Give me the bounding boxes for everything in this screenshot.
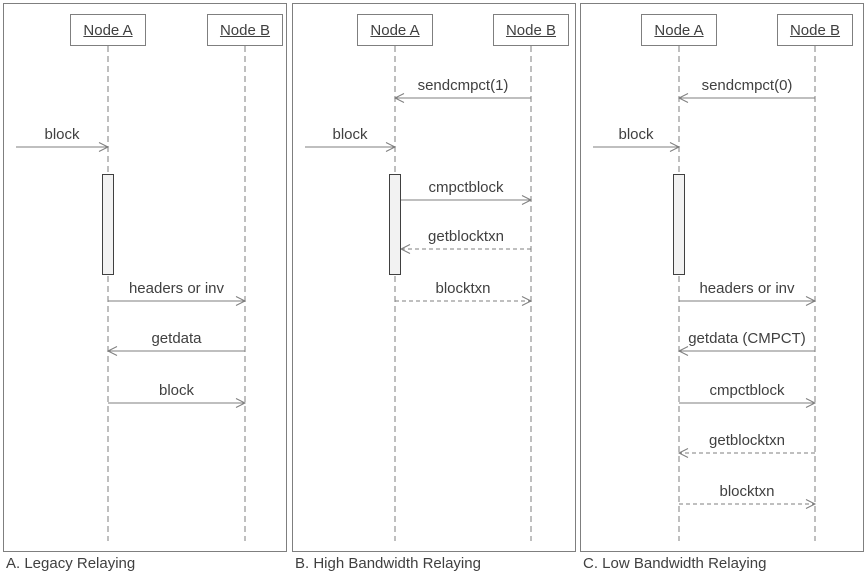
message-label: blocktxn xyxy=(435,280,491,297)
activation-bar xyxy=(389,174,401,275)
message-label: block xyxy=(158,382,195,399)
message-label: getdata (CMPCT) xyxy=(688,330,806,347)
panel-wires xyxy=(593,46,817,541)
message-label: getdata xyxy=(151,330,202,347)
actor-box-node-a: Node A xyxy=(70,14,146,46)
panel-frame: Node A Node B block sendcmpct(0) headers … xyxy=(580,3,864,552)
message-label: headers or inv xyxy=(699,280,795,297)
actor-node-b-label: Node B xyxy=(789,21,841,39)
incoming-message-label: block xyxy=(332,126,368,143)
arrowhead-icon xyxy=(677,448,689,458)
actor-box-node-a: Node A xyxy=(357,14,433,46)
panel-frame: Node A Node B block sendcmpct(1) cmpctblo… xyxy=(292,3,576,552)
incoming-message-label: block xyxy=(618,126,654,143)
arrowhead-icon xyxy=(805,296,817,306)
activation-bar xyxy=(673,174,685,275)
actor-box-node-b: Node B xyxy=(777,14,853,46)
message-label: cmpctblock xyxy=(709,382,785,399)
sequence-panel: Node A Node B block sendcmpct(0) headers … xyxy=(580,3,864,572)
arrowhead-icon xyxy=(805,398,817,408)
arrowhead-icon xyxy=(677,93,689,103)
arrowhead-icon xyxy=(399,244,411,254)
message-label: headers or inv xyxy=(128,280,225,297)
arrowhead-icon xyxy=(393,93,405,103)
actor-node-a-label: Node A xyxy=(370,21,420,39)
message-label: sendcmpct(1) xyxy=(417,77,509,94)
arrowhead-icon xyxy=(521,195,533,205)
actor-node-b-label: Node B xyxy=(219,21,271,39)
actor-node-b-label: Node B xyxy=(505,21,557,39)
sequence-panel: Node A Node B block headers or inv getdat… xyxy=(3,3,287,572)
panel-caption: B. High Bandwidth Relaying xyxy=(295,555,481,572)
arrowhead-icon xyxy=(235,296,247,306)
message-label: cmpctblock xyxy=(428,179,504,196)
actor-node-a-label: Node A xyxy=(654,21,704,39)
sequence-panel: Node A Node B block sendcmpct(1) cmpctblo… xyxy=(292,3,576,572)
panel-wires xyxy=(305,46,533,541)
arrowhead-icon xyxy=(235,398,247,408)
arrowhead-icon xyxy=(98,142,110,152)
arrowhead-icon xyxy=(677,346,689,356)
actor-box-node-b: Node B xyxy=(493,14,569,46)
activation-bar xyxy=(102,174,114,275)
actor-box-node-b: Node B xyxy=(207,14,283,46)
message-label: sendcmpct(0) xyxy=(701,77,793,94)
actor-node-a-label: Node A xyxy=(83,21,133,39)
arrowhead-icon xyxy=(805,499,817,509)
arrowhead-icon xyxy=(521,296,533,306)
arrowhead-icon xyxy=(669,142,681,152)
arrowhead-icon xyxy=(106,346,118,356)
panel-caption: A. Legacy Relaying xyxy=(6,555,136,572)
incoming-message-label: block xyxy=(44,126,80,143)
panel-frame: Node A Node B block headers or inv getdat… xyxy=(3,3,287,552)
message-label: getblocktxn xyxy=(709,432,785,449)
panel-wires xyxy=(16,46,247,541)
message-label: getblocktxn xyxy=(428,228,504,245)
actor-box-node-a: Node A xyxy=(641,14,717,46)
arrowhead-icon xyxy=(385,142,397,152)
message-label: blocktxn xyxy=(719,483,775,500)
panel-caption: C. Low Bandwidth Relaying xyxy=(583,555,767,572)
